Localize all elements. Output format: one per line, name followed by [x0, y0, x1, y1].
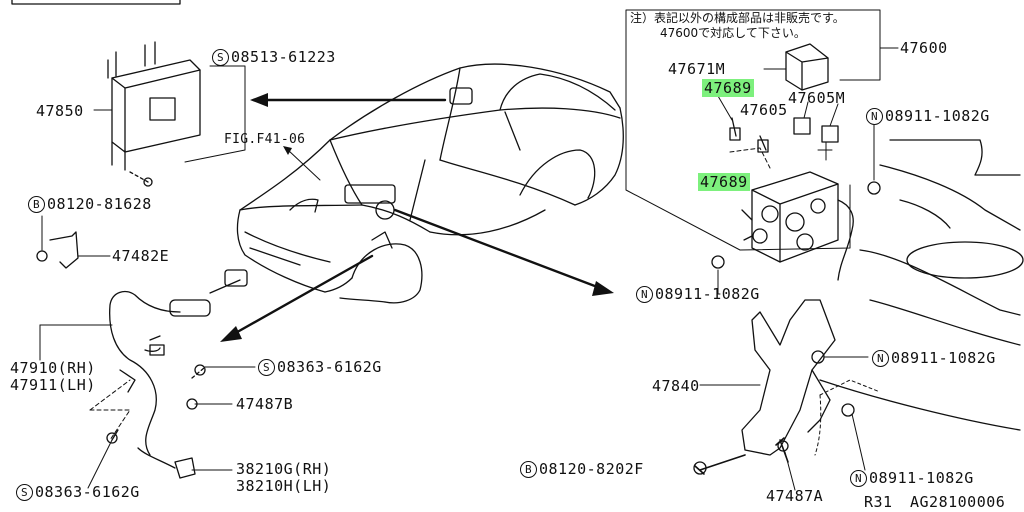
arrow-heads — [220, 93, 614, 342]
nut-mid — [711, 255, 725, 269]
note-line-1: 注）表記以外の構成部品は非販売です。 — [630, 11, 845, 25]
header-box-frame — [11, 0, 181, 5]
part-number-08911-d: 08911-1082G — [869, 469, 974, 487]
relay-47605 — [793, 117, 811, 135]
cover-47671m — [763, 43, 829, 91]
actuator-unit — [741, 171, 854, 281]
label-47671m: 47671M — [668, 60, 726, 78]
part-number-08363-b: 08363-6162G — [35, 483, 140, 501]
b-symbol: B — [520, 461, 537, 478]
fig-arrow — [287, 149, 321, 181]
roof-sensor — [449, 87, 473, 105]
fig-arrow-head — [283, 146, 292, 155]
assembly-frame — [625, 9, 881, 251]
label-47600: 47600 — [900, 39, 948, 57]
leaders-bottom-left — [39, 324, 256, 489]
bracket-47482e — [36, 215, 111, 269]
pointer-arrows — [230, 98, 602, 337]
nut-upper — [867, 181, 881, 195]
n-symbol: N — [850, 470, 867, 487]
note-line-2: 47600で対応して下さい。 — [660, 26, 806, 40]
bolt-08120-b — [694, 454, 746, 475]
b-symbol: B — [28, 196, 45, 213]
label-47689-a: 47689 — [702, 79, 754, 97]
highlight-47689-a: 47689 — [702, 79, 754, 97]
s-symbol: S — [16, 484, 33, 501]
control-unit-47850 — [107, 41, 201, 187]
bracket-47840 — [699, 299, 836, 456]
label-47605: 47605 — [740, 101, 788, 119]
label-38210h: 38210H(LH) — [236, 477, 332, 495]
label-47910: 47910(RH) — [10, 359, 96, 377]
leader-08513 — [184, 65, 246, 163]
s-symbol: S — [212, 49, 229, 66]
part-number-08911-c: 08911-1082G — [891, 349, 996, 367]
label-diagram-code: AG28100006 — [910, 493, 1006, 511]
n-symbol: N — [872, 350, 889, 367]
n-symbol: N — [636, 286, 653, 303]
part-number-08363-a: 08363-6162G — [277, 358, 382, 376]
sensor-harness — [106, 269, 248, 479]
label-47487b: 47487B — [236, 395, 294, 413]
part-number-08911-b: 08911-1082G — [655, 285, 760, 303]
part-number-08120-a: 08120-81628 — [47, 195, 152, 213]
body-panel-right — [819, 139, 1024, 431]
sensor-47689 — [717, 95, 771, 169]
label-fig: FIG.F41-06 — [224, 132, 306, 147]
label-47911: 47911(LH) — [10, 376, 96, 394]
relay-47605m — [821, 125, 839, 143]
highlight-47689-b: 47689 — [698, 173, 750, 191]
nut-lower — [841, 403, 855, 417]
n-symbol: N — [866, 108, 883, 125]
label-r31: R31 — [864, 493, 893, 511]
part-number-08513: 08513-61223 — [231, 48, 336, 66]
label-47605m: 47605M — [788, 89, 846, 107]
label-47850: 47850 — [36, 102, 84, 120]
part-number-08120-b: 08120-8202F — [539, 460, 644, 478]
car-body-outline — [236, 63, 624, 304]
label-47482e: 47482E — [112, 247, 170, 265]
label-47689-b: 47689 — [698, 173, 750, 191]
label-47840: 47840 — [652, 377, 700, 395]
part-number-08911-a: 08911-1082G — [885, 107, 990, 125]
label-47487a: 47487A — [766, 487, 824, 505]
s-symbol: S — [258, 359, 275, 376]
label-38210g: 38210G(RH) — [236, 460, 332, 478]
